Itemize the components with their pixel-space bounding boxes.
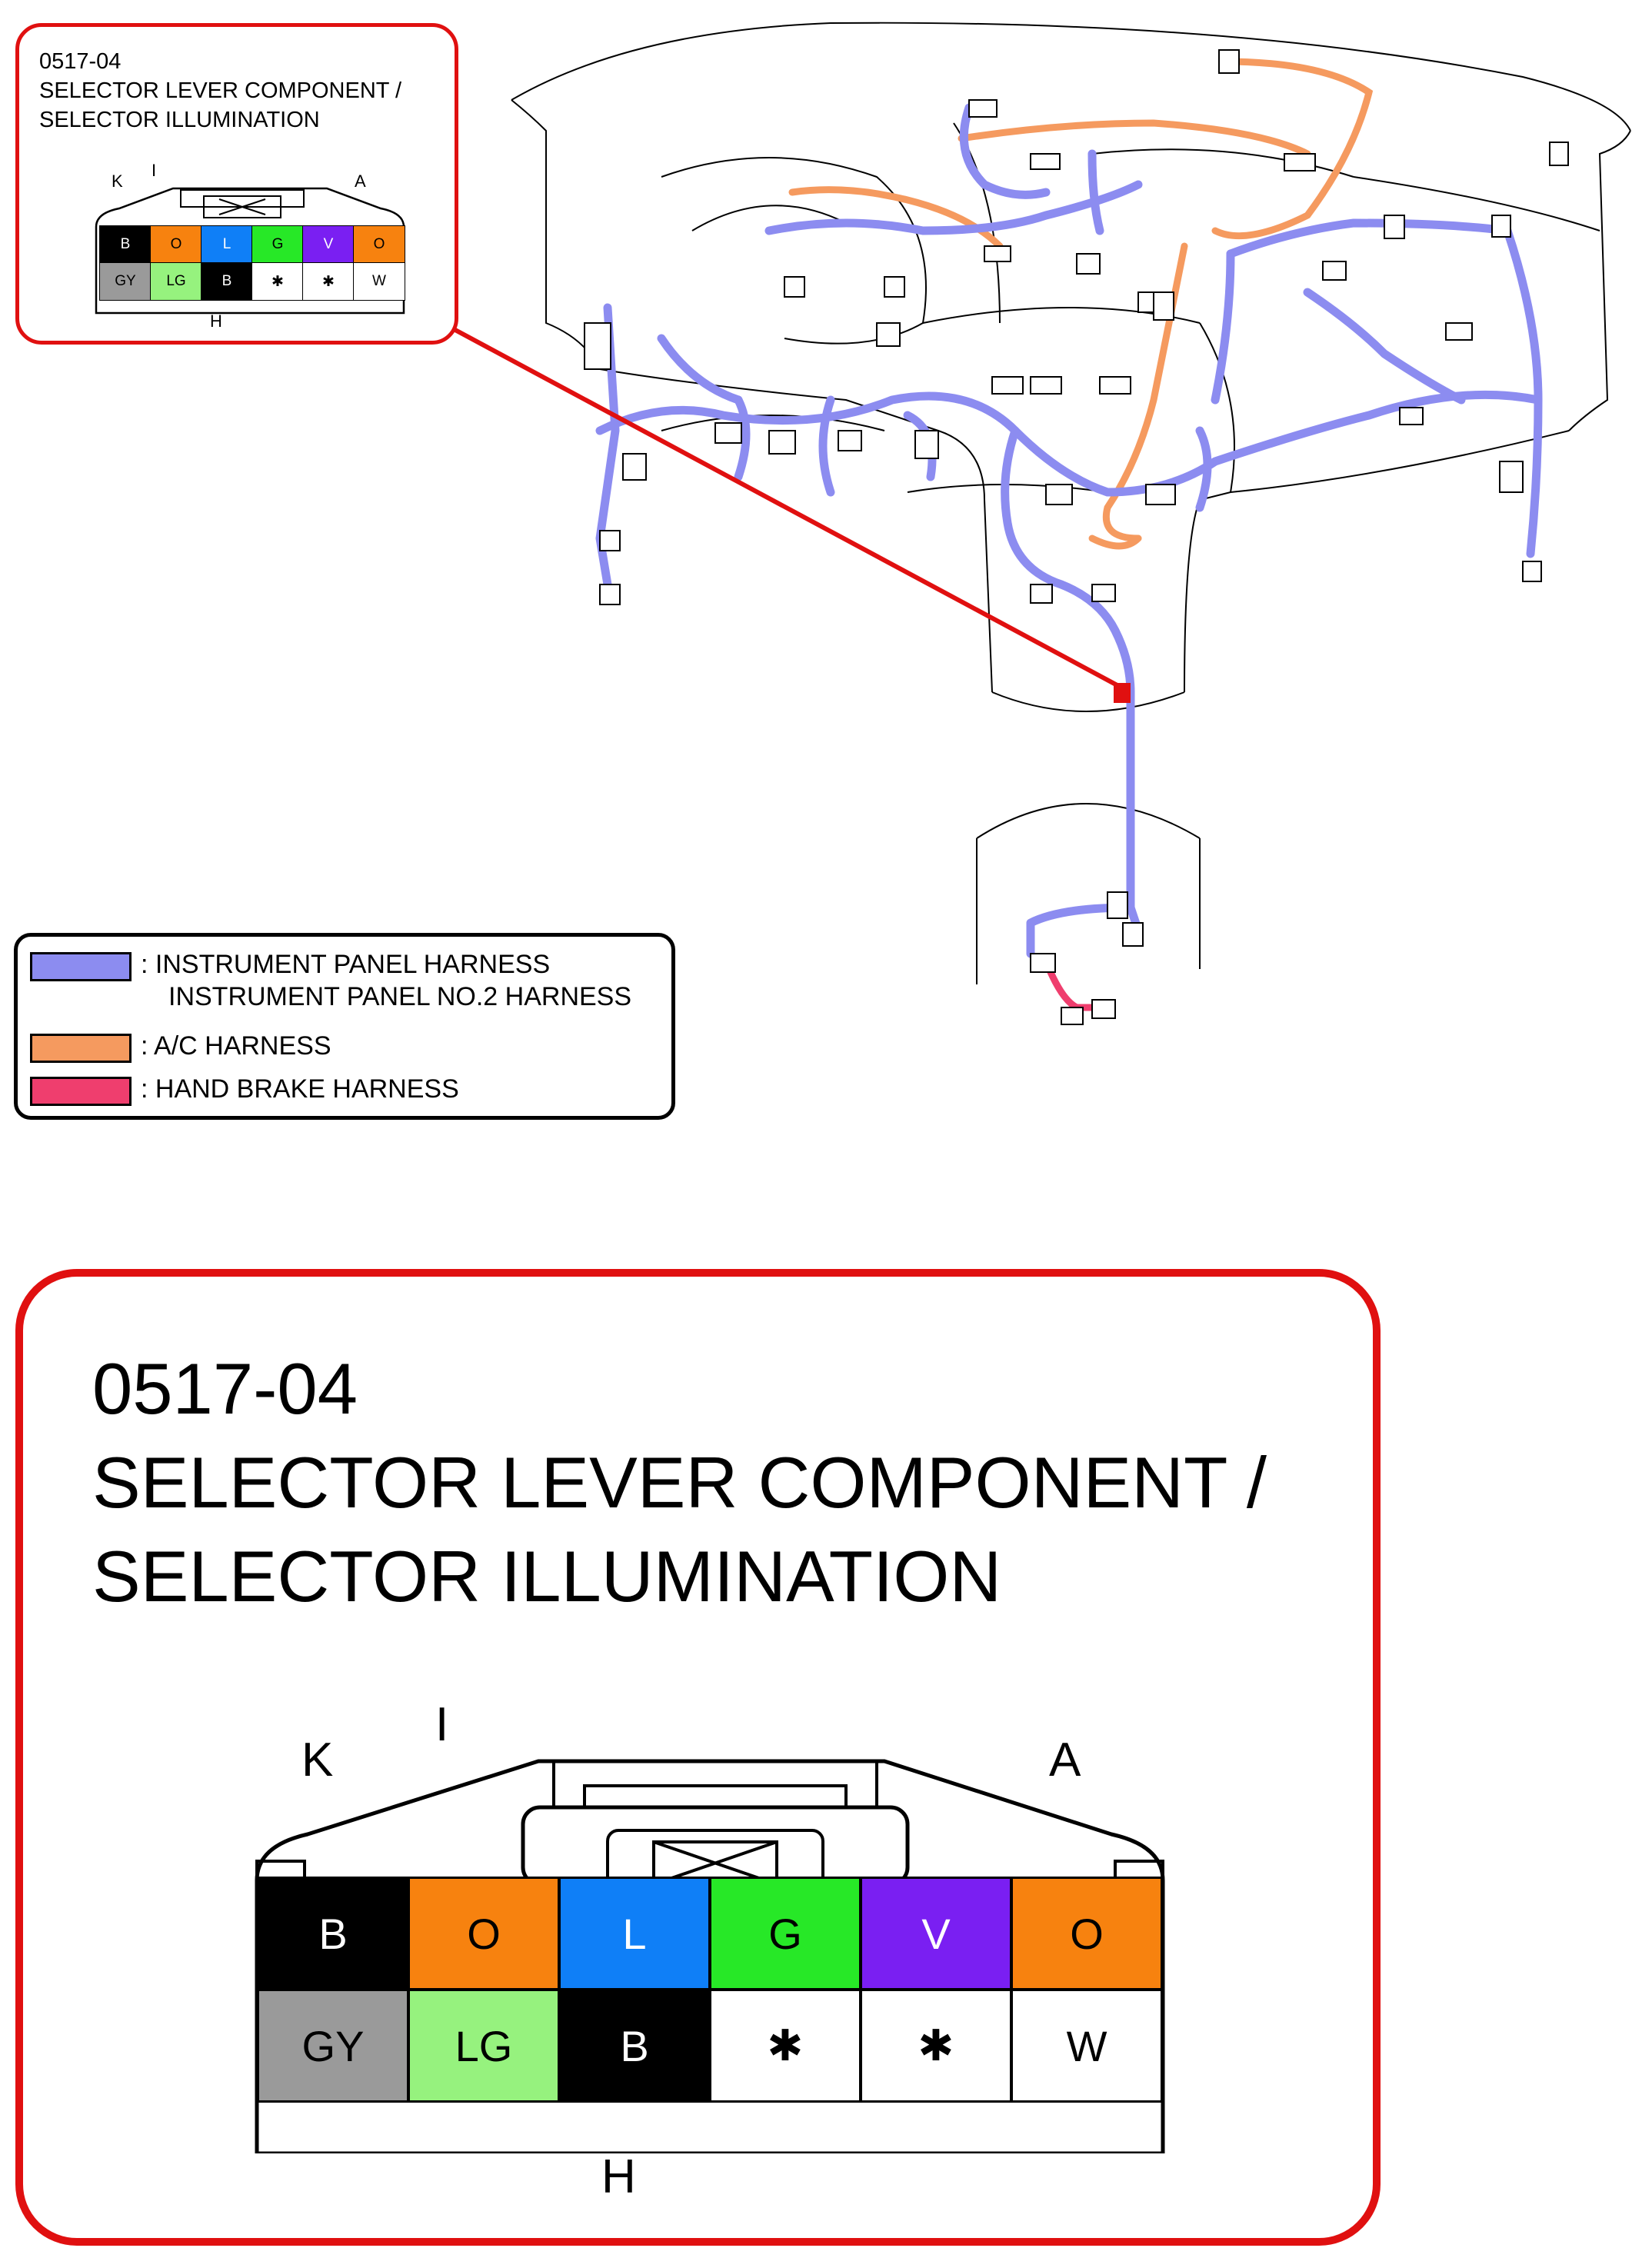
pin-label-h: H	[601, 2150, 636, 2203]
connector-small-pin-top-5: V	[302, 225, 355, 264]
connector-pin-bottom-4: ✱	[709, 1989, 861, 2103]
pin-label-i-small: I	[152, 161, 157, 180]
connector-small-pin-top-1: B	[99, 225, 152, 264]
legend-swatch-instrument-panel	[30, 952, 132, 981]
connector-pin-top-4: G	[709, 1877, 861, 1990]
connector-pin-bottom-1: GY	[257, 1989, 409, 2103]
dashboard-harness-diagram	[452, 22, 1631, 1025]
connector-code: 0517-04	[92, 1348, 358, 1429]
callout-leader-line	[452, 327, 1126, 691]
connector-small-pin-top-4: G	[251, 225, 304, 264]
connector-pin-top-6: O	[1011, 1877, 1163, 1990]
connector-small-pin-bottom-3: B	[201, 262, 253, 301]
connector-small-pin-bottom-4: ✱	[251, 262, 304, 301]
connector-small-pin-top-2: O	[150, 225, 202, 264]
connector-small-pin-top-3: L	[201, 225, 253, 264]
legend-label-instrument-panel: : INSTRUMENT PANEL HARNESS	[141, 950, 551, 979]
connector-pin-top-2: O	[408, 1877, 560, 1990]
pin-label-k: K	[301, 1733, 334, 1787]
pin-label-h-small: H	[210, 311, 222, 331]
connector-small-pin-bottom-5: ✱	[302, 262, 355, 301]
pin-label-a: A	[1049, 1733, 1081, 1787]
pin-label-k-small: K	[112, 172, 123, 191]
connector-pin-top-5: V	[860, 1877, 1012, 1990]
connector-code-small: 0517-04	[39, 49, 122, 74]
harness-connectors	[584, 49, 1569, 1025]
connector-title-line1: SELECTOR LEVER COMPONENT /	[92, 1442, 1267, 1523]
connector-pin-bottom-2: LG	[408, 1989, 560, 2103]
connector-small-pin-top-6: O	[353, 225, 405, 264]
connector-small-pin-bottom-2: LG	[150, 262, 202, 301]
connector-small-pin-bottom-1: GY	[99, 262, 152, 301]
legend-swatch-ac	[30, 1034, 132, 1063]
connector-small-pin-bottom-6: W	[353, 262, 405, 301]
connector-callout-small: 0517-04 SELECTOR LEVER COMPONENT / SELEC…	[15, 23, 458, 345]
instrument-panel-harness-wiring	[595, 103, 1543, 958]
legend-label-ac: : A/C HARNESS	[141, 1031, 331, 1061]
connector-title-line1-small: SELECTOR LEVER COMPONENT /	[39, 78, 402, 103]
dashboard-outline	[511, 22, 1631, 984]
harness-legend: : INSTRUMENT PANEL HARNESS INSTRUMENT PA…	[14, 933, 675, 1120]
legend-label-hand-brake: : HAND BRAKE HARNESS	[141, 1074, 459, 1104]
pin-label-i: I	[435, 1698, 449, 1751]
connector-pin-bottom-5: ✱	[860, 1989, 1012, 2103]
connector-pin-top-1: B	[257, 1877, 409, 1990]
connector-location-marker	[1114, 683, 1131, 703]
ac-harness-wiring	[788, 58, 1374, 550]
pin-label-a-small: A	[355, 172, 366, 191]
connector-title-line2-small: SELECTOR ILLUMINATION	[39, 108, 320, 132]
connector-callout-large: 0517-04 SELECTOR LEVER COMPONENT / SELEC…	[15, 1269, 1381, 2246]
connector-pin-bottom-6: W	[1011, 1989, 1163, 2103]
connector-pin-top-3: L	[558, 1877, 711, 1990]
legend-label-instrument-panel-no2: INSTRUMENT PANEL NO.2 HARNESS	[168, 982, 632, 1011]
connector-pin-bottom-3: B	[558, 1989, 711, 2103]
legend-swatch-hand-brake	[30, 1077, 132, 1106]
connector-title-line2: SELECTOR ILLUMINATION	[92, 1536, 1002, 1617]
